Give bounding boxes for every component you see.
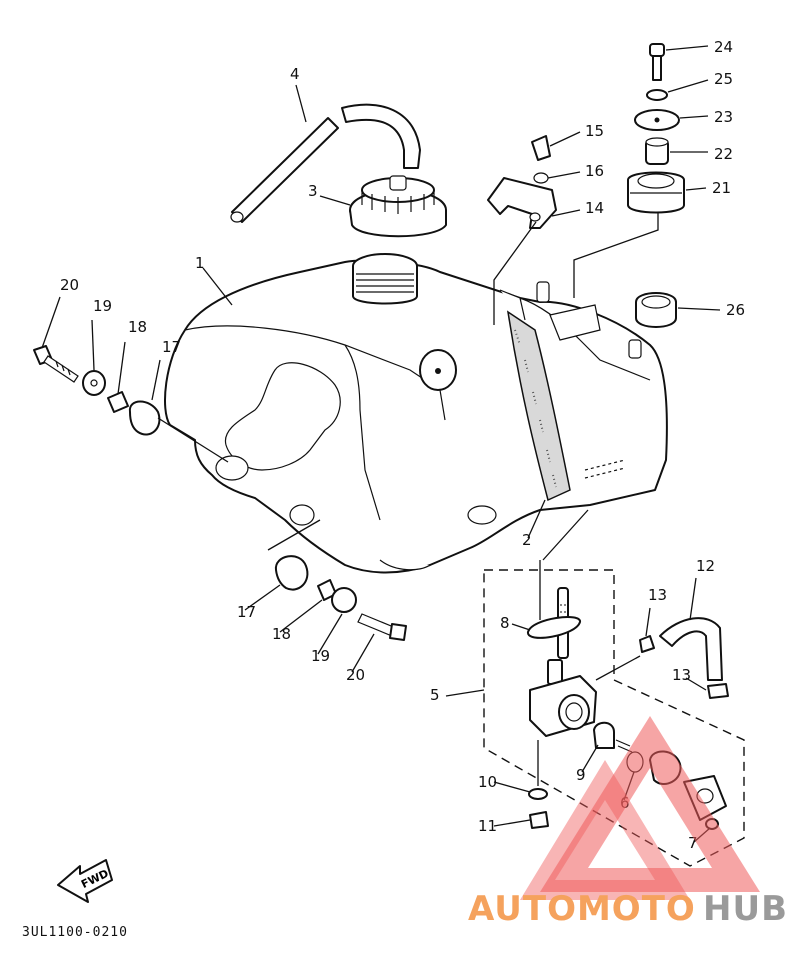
leader-lines	[41, 45, 721, 843]
tank-bracket	[487, 135, 557, 229]
grommet	[635, 292, 677, 328]
callout-16: 16	[585, 162, 604, 180]
callout-13: 13	[648, 586, 667, 604]
tank-damper-strip	[506, 310, 571, 502]
callout-17: 17	[162, 338, 181, 356]
callout-15: 15	[585, 122, 604, 140]
fuel-hose	[639, 617, 729, 699]
callout-19: 19	[93, 297, 112, 315]
drawing-code: 3UL1100-0210	[22, 925, 128, 940]
callout-13: 13	[672, 666, 691, 684]
callout-3: 3	[308, 182, 318, 200]
rubber-mount-stack	[627, 43, 685, 214]
callout-22: 22	[714, 145, 733, 163]
watermark-word-hub: HUB	[703, 889, 788, 929]
breather-hose	[230, 103, 421, 223]
callout-8: 8	[500, 614, 510, 632]
watermark-triangle-logo	[540, 716, 760, 892]
lower-mount-hardware	[274, 555, 407, 641]
watermark-word-automoto: AUTOMOTO	[468, 889, 696, 929]
callout-4: 4	[290, 65, 300, 83]
left-mount-hardware	[33, 345, 161, 436]
callout-19: 19	[311, 647, 330, 665]
callout-20: 20	[60, 276, 79, 294]
callout-5: 5	[430, 686, 440, 704]
fuel-cock-group-outline	[483, 569, 745, 867]
callout-24: 24	[714, 38, 733, 56]
callout-2: 2	[522, 531, 532, 549]
callout-26: 26	[726, 301, 745, 319]
callout-18: 18	[272, 625, 291, 643]
callout-23: 23	[714, 108, 733, 126]
callout-20: 20	[346, 666, 365, 684]
callout-12: 12	[696, 557, 715, 575]
automotohub-watermark: AUTOMOTO HUB	[468, 716, 788, 929]
callout-9: 9	[576, 766, 586, 784]
callout-7: 7	[688, 834, 698, 852]
callout-17: 17	[237, 603, 256, 621]
fwd-direction-arrow: FWD	[57, 859, 113, 903]
callout-25: 25	[714, 70, 733, 88]
callout-1: 1	[195, 254, 205, 272]
fuel-cap	[349, 175, 447, 238]
callout-21: 21	[712, 179, 731, 197]
callout-11: 11	[478, 817, 497, 835]
callout-14: 14	[585, 199, 604, 217]
callout-10: 10	[478, 773, 497, 791]
fuel-tank	[164, 253, 668, 574]
part-callouts: 1234567891011121313141516171718181919202…	[60, 38, 745, 852]
callout-18: 18	[128, 318, 147, 336]
